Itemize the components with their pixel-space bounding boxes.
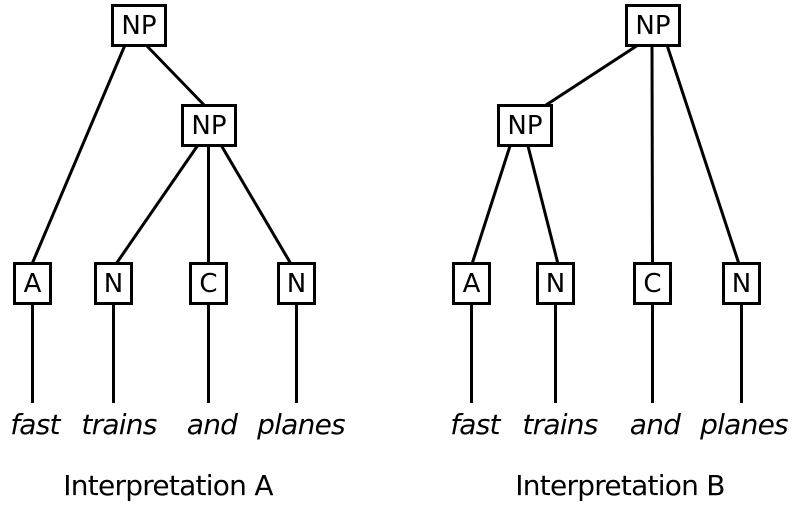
edge-b-inner-to-adjective bbox=[470, 145, 512, 265]
tree-a-noun1-node: N bbox=[94, 262, 133, 305]
caption-interpretation-b: Interpretation B bbox=[515, 469, 725, 502]
tree-a-adjective-node: A bbox=[13, 262, 52, 305]
tree-b-root-np-node: NP bbox=[625, 4, 681, 47]
edge-a-inner-to-noun1 bbox=[114, 144, 200, 265]
tree-a-word-fast: fast bbox=[10, 408, 60, 441]
edge-a-root-to-inner-np bbox=[144, 43, 208, 109]
edge-a-root-to-adjective bbox=[30, 44, 127, 265]
tree-a-word-planes: planes bbox=[257, 408, 346, 441]
tree-a-inner-np-node: NP bbox=[181, 104, 237, 147]
edge-b-root-to-noun2 bbox=[665, 44, 741, 265]
edge-b-inner-to-noun1 bbox=[526, 145, 560, 265]
tree-b-adjective-node: A bbox=[452, 262, 491, 305]
caption-interpretation-a: Interpretation A bbox=[63, 469, 273, 502]
tree-b-word-and: and bbox=[629, 408, 681, 441]
tree-b-conjunction-node: C bbox=[633, 262, 672, 305]
tree-b-inner-np-node: NP bbox=[497, 104, 553, 147]
edge-b-root-to-inner-np bbox=[542, 43, 639, 109]
tree-a-root-np-node: NP bbox=[111, 4, 167, 47]
tree-b-word-trains: trains bbox=[522, 408, 598, 441]
tree-a-noun2-node: N bbox=[277, 262, 316, 305]
edge-a-inner-to-noun2 bbox=[219, 144, 293, 265]
tree-a-word-trains: trains bbox=[81, 408, 157, 441]
tree-b-noun2-node: N bbox=[722, 262, 761, 305]
tree-a-conjunction-node: C bbox=[189, 262, 228, 305]
tree-b-word-fast: fast bbox=[450, 408, 500, 441]
edge-b-root-to-conjunction bbox=[650, 44, 654, 265]
tree-b-word-planes: planes bbox=[700, 408, 789, 441]
tree-b-noun1-node: N bbox=[536, 262, 575, 305]
tree-a-word-and: and bbox=[186, 408, 238, 441]
